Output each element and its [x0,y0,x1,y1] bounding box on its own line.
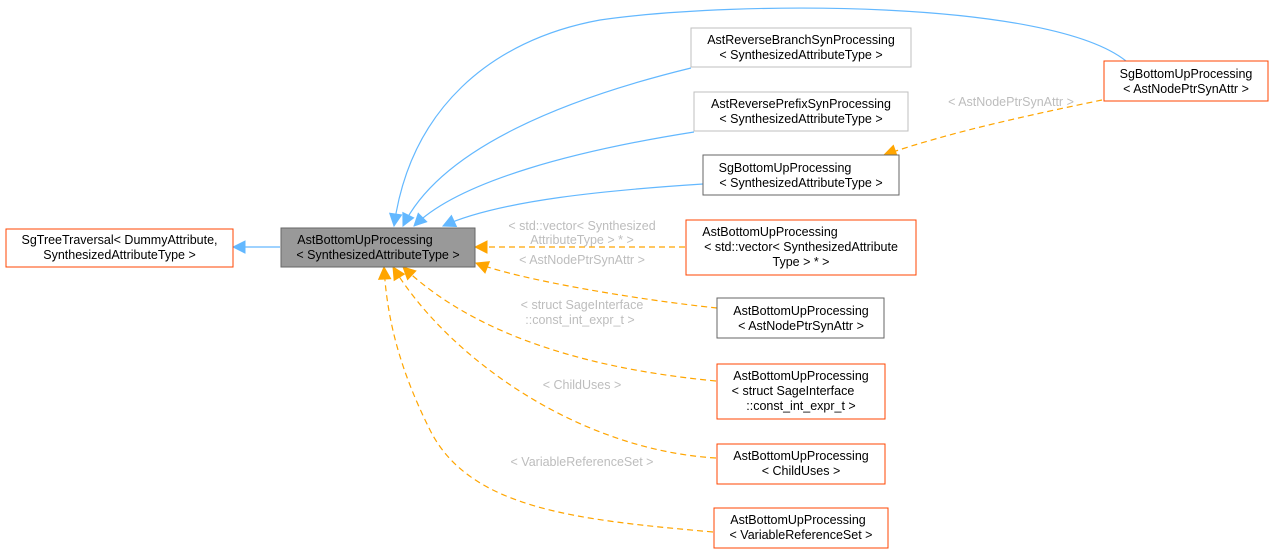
node-label-line2: < ChildUses > [762,464,841,478]
edge-astnode-mid [476,263,718,309]
node-label-line1: AstReverseBranchSynProcessing [707,33,895,47]
node-label-line2: < SynthesizedAttributeType > [719,48,882,62]
edge-labels: < AstNodePtrSynAttr > < std::vector< Syn… [508,95,1074,469]
node-ast-bottom-up-childuses[interactable]: AstBottomUpProcessing < ChildUses > [716,443,886,485]
edge-sg-bottom-up-synth [443,183,704,226]
node-label-line1: SgBottomUpProcessing [1120,67,1253,81]
node-ast-reverse-prefix[interactable]: AstReversePrefixSynProcessing < Synthesi… [693,91,909,132]
node-label-line1: AstBottomUpProcessing [733,369,869,383]
node-label-line1: AstBottomUpProcessing [702,225,838,239]
edge-label-childuses: < ChildUses > [543,378,622,392]
template-edges [384,99,1103,533]
node-label-line2: < SynthesizedAttributeType > [719,112,882,126]
edge-reverse-prefix [414,131,695,226]
node-label-line2: < std::vector< SynthesizedAttribute [704,240,898,254]
node-ast-reverse-branch[interactable]: AstReverseBranchSynProcessing < Synthesi… [690,27,912,68]
edge-label-constint-1: < struct SageInterface [521,298,644,312]
node-label-line2: < AstNodePtrSynAttr > [738,319,864,333]
node-label-line1: AstBottomUpProcessing [297,233,433,247]
node-label-line1: AstBottomUpProcessing [730,513,866,527]
edge-varref [384,267,714,533]
node-sg-bottom-up-synth[interactable]: SgBottomUpProcessing < SynthesizedAttrib… [702,154,900,196]
inheritance-edges [233,7,1127,247]
node-sg-tree-traversal[interactable]: SgTreeTraversal< DummyAttribute, Synthes… [5,228,234,268]
node-label-line1: AstBottomUpProcessing [733,449,869,463]
node-label-line1: SgBottomUpProcessing [719,161,852,175]
node-label-line2: < SynthesizedAttributeType > [296,248,459,262]
node-label-line1: AstBottomUpProcessing [733,304,869,318]
edge-label-vector-1: < std::vector< Synthesized [508,219,655,233]
edge-label-astnode-mid: < AstNodePtrSynAttr > [519,253,645,267]
node-sg-bottom-up-astnode[interactable]: SgBottomUpProcessing < AstNodePtrSynAttr… [1103,60,1269,102]
edge-label-vector-2: AttributeType > * > [530,233,634,247]
edge-label-constint-2: ::const_int_expr_t > [525,313,634,327]
edge-label-astnode-top: < AstNodePtrSynAttr > [948,95,1074,109]
node-label-line1: AstReversePrefixSynProcessing [711,97,891,111]
edge-constint [403,267,717,382]
edge-label-varref: < VariableReferenceSet > [511,455,654,469]
node-label-line3: Type > * > [773,255,830,269]
node-ast-bottom-up-constint[interactable]: AstBottomUpProcessing < struct SageInter… [716,363,886,420]
edge-sg-bottom-up-astnode [394,7,1127,226]
node-ast-bottom-up-astnode[interactable]: AstBottomUpProcessing < AstNodePtrSynAtt… [716,297,885,339]
node-ast-bottom-up-processing[interactable]: AstBottomUpProcessing < SynthesizedAttri… [280,227,476,268]
node-label-line2: < SynthesizedAttributeType > [719,176,882,190]
node-label-line2: < AstNodePtrSynAttr > [1123,82,1249,96]
node-label-line3: ::const_int_expr_t > [746,399,855,413]
edge-childuses [393,267,717,459]
edge-astnode-top [884,99,1103,155]
node-ast-bottom-up-varref[interactable]: AstBottomUpProcessing < VariableReferenc… [713,507,889,549]
node-ast-bottom-up-vector[interactable]: AstBottomUpProcessing < std::vector< Syn… [685,219,917,276]
edge-reverse-branch [403,67,692,226]
node-label-line1: SgTreeTraversal< DummyAttribute, [21,233,217,247]
node-label-line2: SynthesizedAttributeType > [43,248,196,262]
node-label-line2: < VariableReferenceSet > [730,528,873,542]
node-label-line2: < struct SageInterface [732,384,855,398]
